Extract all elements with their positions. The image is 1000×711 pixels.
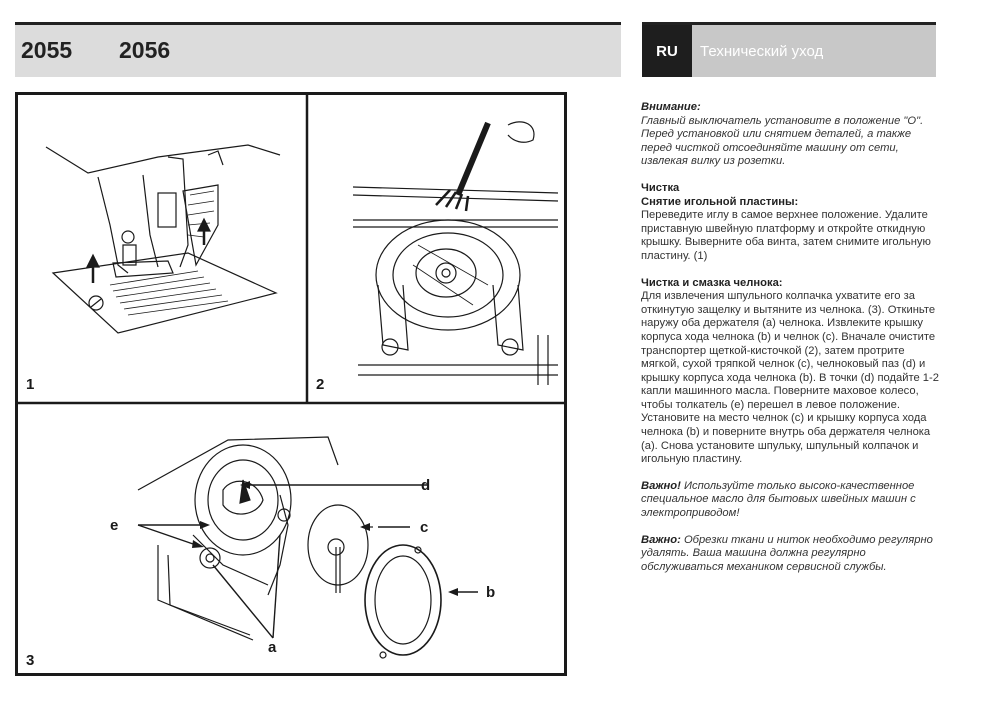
attention-title: Внимание:: [641, 101, 701, 113]
figure-3-label: 3: [26, 652, 34, 669]
important-service-note: Важно: Обрезки ткани и ниток необходимо …: [641, 534, 941, 575]
figure-2-drawing: [352, 121, 559, 385]
figure-2-label: 2: [316, 376, 324, 393]
figure-1-drawing: [45, 144, 281, 334]
callout-a: a: [268, 639, 277, 656]
figure-drawings: 1 2 3 d c b e a: [18, 95, 564, 669]
needle-plate-title: Снятие игольной пластины:: [641, 195, 799, 208]
figure-1-label: 1: [26, 376, 34, 393]
model-header: 2055 2056: [15, 22, 621, 77]
important-service-body: Обрезки ткани и ниток необходимо регуляр…: [641, 533, 933, 573]
hook-body: Для извлечения шпульного колпачка ухвати…: [641, 290, 939, 466]
callout-c: c: [420, 519, 428, 536]
model-number-2055: 2055: [21, 37, 73, 63]
section-title: Технический уход: [700, 43, 824, 60]
callout-e: e: [110, 517, 118, 534]
needle-plate-body: Переведите иглу в самое верхнее положени…: [641, 209, 931, 262]
hook-title: Чистка и смазка челнока:: [641, 276, 783, 289]
section-header: RU Технический уход: [642, 22, 936, 77]
language-badge: RU: [642, 25, 692, 77]
model-number-2056: 2056: [119, 37, 171, 63]
callout-d: d: [421, 477, 430, 494]
important-oil-title: Важно!: [641, 479, 681, 492]
instructions-column: Внимание: Главный выключатель установите…: [641, 101, 941, 574]
figure-panel: 1 2 3 d c b e a: [15, 92, 567, 676]
figure-3-drawing: [137, 436, 478, 659]
important-oil-body: Используйте только высоко-качественное с…: [641, 479, 916, 520]
cleaning-title: Чистка: [641, 181, 680, 194]
important-service-title: Важно:: [641, 533, 681, 546]
important-oil-note: Важно! Используйте только высоко-качеств…: [641, 480, 941, 521]
callout-b: b: [486, 584, 495, 601]
attention-body: Главный выключатель установите в положен…: [641, 114, 924, 168]
